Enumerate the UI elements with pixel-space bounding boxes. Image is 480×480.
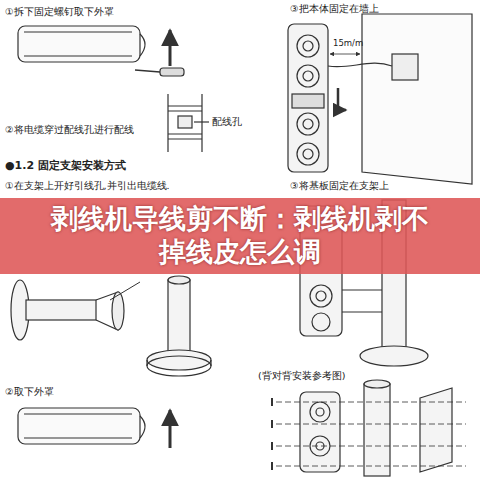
step-label: (背对背安装参考图) bbox=[258, 370, 345, 381]
step-label: ①拆下固定螺钉取下外罩 bbox=[5, 6, 114, 17]
step-label: ③将基板固定在支架上 bbox=[290, 180, 389, 191]
title-banner: 剥线机导线剪不断：剥线机剥不掉线皮怎么调 bbox=[0, 198, 480, 274]
step-label: 15m/m bbox=[333, 38, 363, 48]
step-label: 配线孔 bbox=[212, 116, 242, 127]
banner-title: 剥线机导线剪不断：剥线机剥不掉线皮怎么调 bbox=[50, 203, 430, 269]
step-label: ②取下外罩 bbox=[5, 386, 54, 397]
step-label: ③把本体固定在墙上 bbox=[290, 3, 379, 14]
step-label: ①在支架上开好引线孔,并引出电缆线. bbox=[5, 180, 170, 191]
section-heading: ●1.2 固定支架安装方式 bbox=[5, 159, 126, 172]
step-label: ②将电缆穿过配线孔进行配线 bbox=[5, 124, 134, 135]
